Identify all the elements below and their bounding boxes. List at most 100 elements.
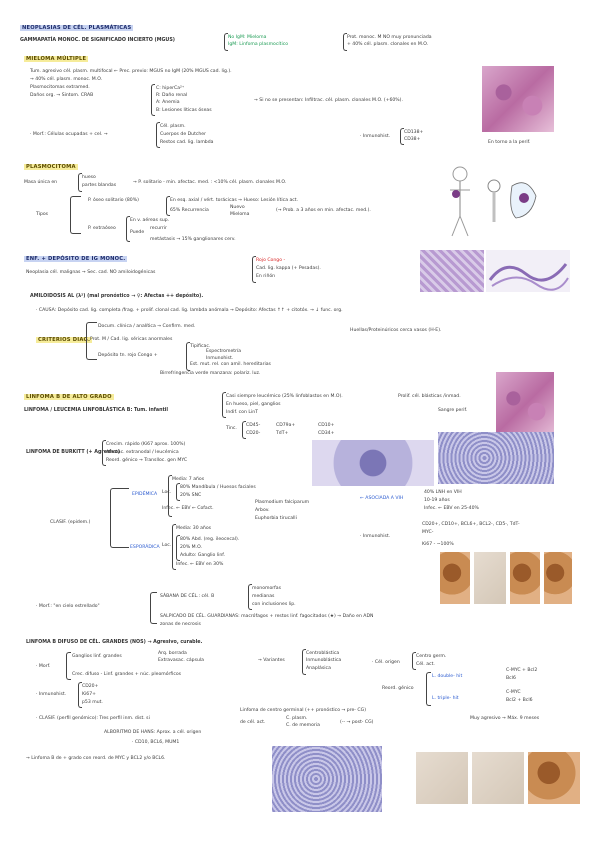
- note-line: Tum. agresivo cél. plasm. multifocal ← P…: [30, 69, 232, 74]
- note-line: P. extraóseo: [88, 226, 116, 231]
- note-line: Ganglios linf. grandes: [72, 654, 122, 659]
- note-line: · Inmunohist.: [36, 692, 67, 697]
- note-line: L. triple- hit: [432, 696, 459, 701]
- note-line: Bcl2 + Bcl6: [506, 698, 533, 703]
- brace-criterios: [86, 322, 97, 360]
- brace-sabana: [248, 584, 252, 610]
- note-line: · CAUSA: Depósito cad. lig. completa /fr…: [36, 308, 343, 313]
- note-line: Infec. ← EBV en 25-40%: [424, 506, 479, 511]
- note-line: P. óseo solitario (80%): [88, 198, 139, 203]
- note-line: de cél. act.: [240, 720, 266, 725]
- note-line: ESPORÁDICA: [130, 545, 160, 550]
- note-line: + 40% cél. plasm. clonales en M.O.: [347, 42, 429, 47]
- note-line: LINFOMA B DIFUSO DE CÉL. GRANDES (NOS) →…: [26, 640, 203, 645]
- note-line: · Inmunohist.: [360, 134, 391, 139]
- ihc-image-2: [474, 552, 506, 604]
- note-line: Arq. borrada: [158, 651, 187, 656]
- note-line: Sangre perif.: [438, 408, 468, 413]
- brace-morf-mm: [156, 122, 160, 148]
- note-line: SÁBANA DE CÉL.: cél. B: [160, 594, 215, 599]
- note-line: Rojo Congo -: [256, 258, 286, 263]
- note-line: 65% Recurrencia: [170, 208, 209, 213]
- note-line: Reord. génico: [382, 686, 414, 691]
- note-line: Depósito tn. rojo Congo +: [98, 353, 158, 358]
- note-line: Centroblástica: [306, 651, 340, 656]
- note-line: Ki67+: [82, 692, 96, 697]
- note-line: Infec. ← EBV en 30%: [176, 562, 224, 567]
- note-line: Restos cad. lig. lambda: [160, 140, 214, 145]
- note-line: Muy agresivo → Máx. 9 meses: [470, 716, 540, 721]
- note-line: CRITERIOS DIAG.: [36, 337, 93, 343]
- note-line: Loc.: [162, 543, 172, 548]
- note-line: Ki67 - ~100%: [422, 542, 454, 547]
- note-line: hueso: [82, 175, 96, 180]
- note-line: C: hiperCa²⁺: [156, 86, 185, 91]
- note-line: Cél. plasm.: [160, 124, 186, 129]
- note-line: ENF. + DEPÓSITO DE IG MONOC.: [24, 256, 128, 262]
- note-line: C-MYC + Bcl2: [506, 668, 538, 673]
- note-line: TdT+: [276, 431, 289, 436]
- note-line: Tinc.: [226, 426, 237, 431]
- ihc-image-3: [510, 552, 540, 604]
- note-line: → Variantes: [258, 658, 285, 663]
- note-line: Loc.: [162, 490, 172, 495]
- note-line: No IgM: Mieloma: [228, 35, 267, 40]
- note-line: LINFOMA DE BURKITT (+ Agresivo): [26, 450, 121, 455]
- note-line: → 40% cél. plasm. monoc. M.O.: [30, 77, 103, 82]
- note-line: Indif. con LinT: [226, 410, 258, 415]
- histology-image-deposito: [420, 250, 484, 292]
- note-line: Tipos: [36, 212, 49, 217]
- note-line: Nuevo: [230, 205, 245, 210]
- brace-inmuno-dlbcl: [78, 682, 82, 708]
- note-line: ← ASOCIADA A VIH: [360, 496, 404, 501]
- note-line: EPIDÉMICA: [132, 492, 158, 497]
- note-line: 10-19 años: [424, 498, 450, 503]
- note-line: Masa única en: [24, 180, 58, 185]
- note-line: · Inmunohist.: [360, 534, 391, 539]
- brace-oseo: [166, 196, 170, 216]
- note-line: 80% Abd. (reg. ileocecal).: [180, 537, 240, 542]
- note-line: · Morf.: Células ocupadas + cel. →: [30, 132, 108, 137]
- note-line: Media: 30 años: [176, 526, 212, 531]
- note-line: CD20+: [82, 684, 99, 689]
- note-line: SALPICADO DE CÉL. GUARDIANAS: macrófagos…: [160, 614, 374, 619]
- brace-lla: [222, 392, 226, 418]
- note-line: Birrefringencia verde manzana: polariz. …: [160, 371, 261, 376]
- note-line: 20% M.O.: [180, 545, 202, 550]
- note-line: 20% SNC: [180, 493, 202, 498]
- note-line: Daños org. → Sintom. CRAB: [30, 93, 94, 98]
- note-line: Casi siempre leucémico (25% linfoblastos…: [226, 394, 343, 399]
- ihc-image-dlbcl-3: [528, 752, 580, 804]
- brace-esporad: [172, 524, 176, 570]
- note-line: Linfoma de centro germinal (++ pronóstic…: [240, 708, 366, 713]
- note-line: · CD10, BCL6, MUM1: [132, 740, 180, 745]
- histology-image-dlbcl: [272, 746, 382, 812]
- note-line: monomorfas: [252, 586, 282, 591]
- brace-loc-esp: [176, 535, 180, 561]
- note-line: CD20+, CD10+, BCL6+, BCL2-, CD5-, TdT-: [422, 522, 520, 527]
- note-line: MIELOMA MÚLTIPLE: [24, 56, 89, 62]
- note-line: (-- → post- CG): [340, 720, 374, 725]
- note-line: · Morf.: [36, 664, 51, 669]
- note-line: GAMMAPATÍA MONOC. DE SIGNIFICADO INCIERT…: [20, 38, 175, 43]
- histology-image-linfoblastica: [496, 372, 554, 438]
- note-line: CLASIF. (epidem.): [50, 520, 91, 525]
- histology-image-mieloma: [482, 66, 554, 132]
- skeleton-illustration: [432, 156, 542, 240]
- ihc-image-dlbcl-1: [416, 752, 468, 804]
- brace-dlbcl-morf: [66, 652, 71, 680]
- brace-epidem: [168, 475, 172, 517]
- brace-tipos: [70, 196, 81, 234]
- note-line: CD20-: [246, 431, 261, 436]
- note-line: Afectac. extranodal / leucémica: [106, 450, 179, 455]
- note-line: Espectrometría: [206, 349, 242, 354]
- note-line: Tipificac.: [190, 344, 211, 349]
- note-line: Cél. act.: [416, 662, 435, 667]
- note-line: zonas de necrosis: [160, 622, 201, 627]
- note-line: En v. aéreas sup.: [130, 218, 170, 223]
- note-line: metástasis → 15% ganglionares cerv.: [150, 237, 236, 242]
- brace-masa: [78, 173, 82, 192]
- note-line: Plasmocitomas extramed.: [30, 85, 90, 90]
- note-line: En hueso, piel, ganglios: [226, 402, 281, 407]
- note-line: AMILOIDOSIS AL (λ²) (mal pronóstico → ♀:…: [30, 294, 204, 299]
